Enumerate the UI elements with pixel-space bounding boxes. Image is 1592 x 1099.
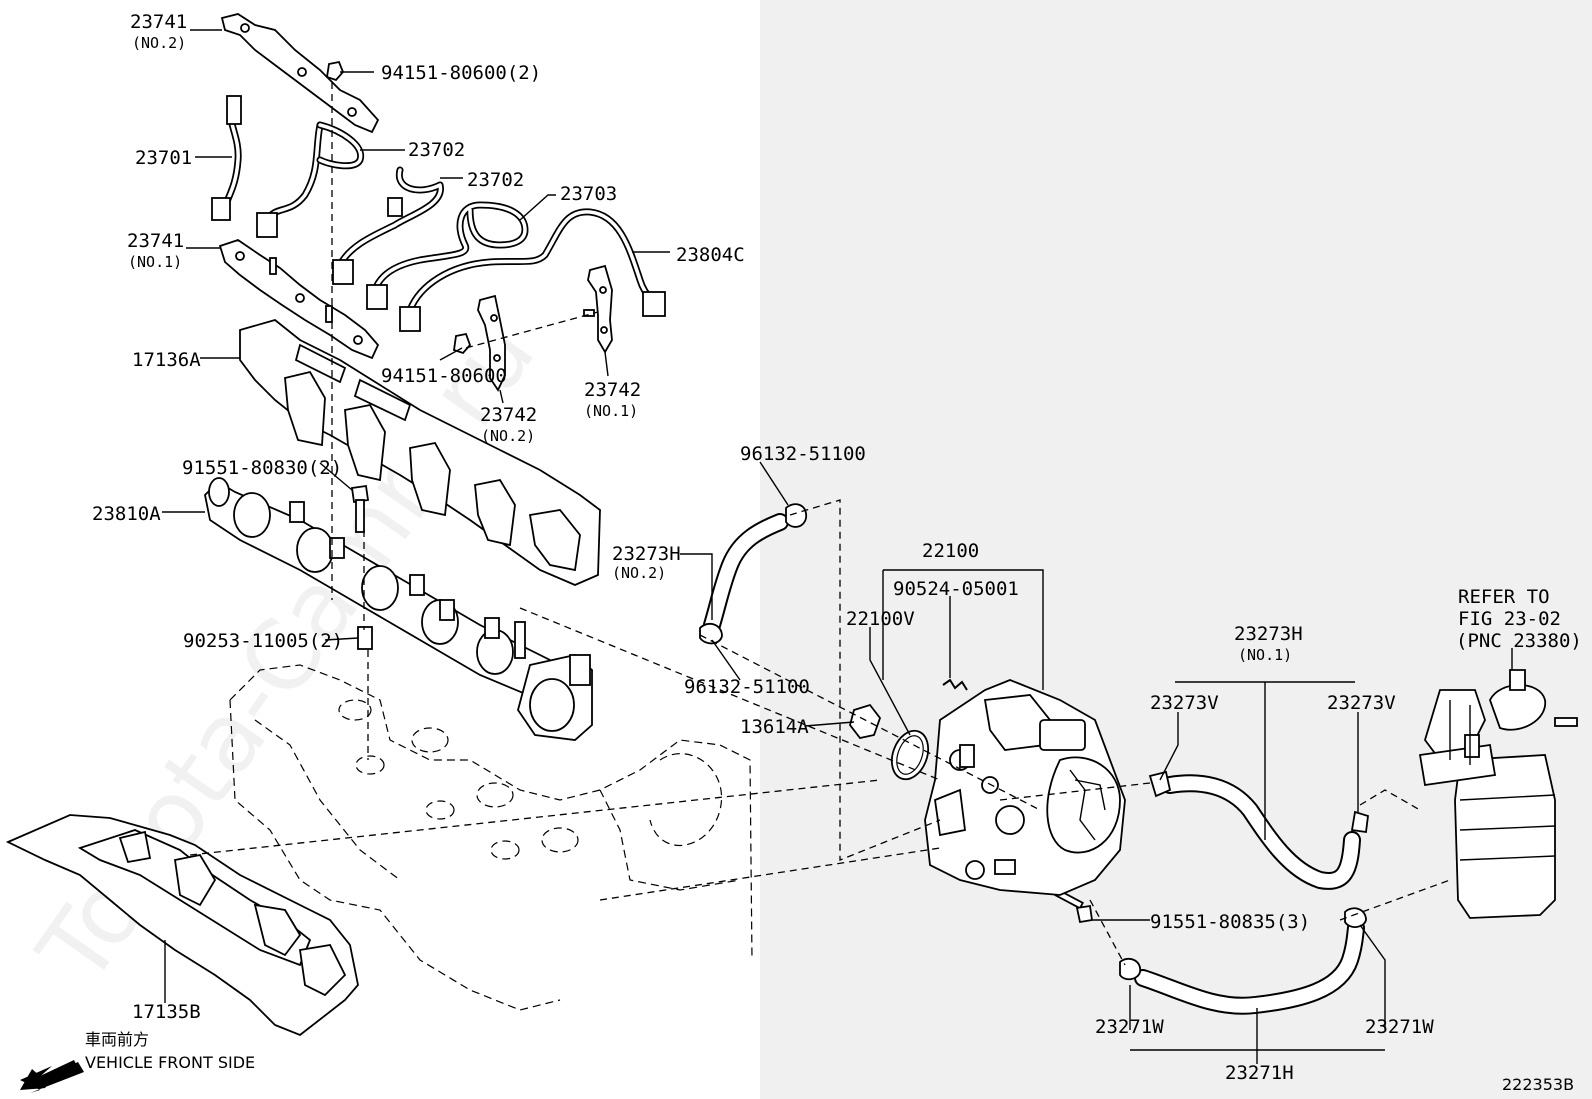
label-91551-80835-3: 91551-80835(3) <box>1150 911 1310 933</box>
label-23741-no1: 23741 <box>127 230 184 252</box>
label-23702-a: 23702 <box>408 139 465 161</box>
label-23742-no1-sub: (NO.1) <box>584 402 638 420</box>
figure-id: 222353B <box>1502 1075 1574 1094</box>
label-23742-no2: 23742 <box>480 404 537 426</box>
label-23741-no2: 23741 <box>130 11 187 33</box>
engine-block-outline <box>229 664 753 1011</box>
o-ring-22100v-inner <box>896 735 924 775</box>
label-22100v: 22100V <box>846 608 915 630</box>
label-96132-51100-bot: 96132-51100 <box>684 676 810 698</box>
background-right <box>760 0 1592 1099</box>
supply-pump-22100 <box>924 679 1126 896</box>
label-23741-no1-sub: (NO.1) <box>128 253 182 271</box>
label-23742-no2-sub: (NO.2) <box>481 427 535 445</box>
label-23271h: 23271H <box>1225 1062 1294 1084</box>
label-90253-11005-2: 90253-11005(2) <box>183 630 343 652</box>
label-23273h-no1-sub: (NO.1) <box>1238 646 1292 664</box>
label-refer-pnc: (PNC 23380) <box>1456 630 1582 652</box>
label-22100: 22100 <box>922 540 979 562</box>
insulator-17136a <box>239 319 601 586</box>
hose-23271h <box>1119 907 1367 1015</box>
label-94151-80600: 94151-80600 <box>381 365 507 387</box>
hose-23273h-no2 <box>699 503 807 645</box>
label-refer-fig: FIG 23-02 <box>1458 608 1561 630</box>
insulator-17135b <box>5 814 359 1037</box>
vehicle-front-jp: 車両前方 <box>85 1030 149 1049</box>
fuel-filter-assembly <box>1418 669 1578 919</box>
common-rail-23810a <box>204 477 593 741</box>
label-refer-to: REFER TO <box>1458 586 1550 608</box>
label-94151-80600-2: 94151-80600(2) <box>381 62 541 84</box>
label-23273h-no2-sub: (NO.2) <box>612 564 666 582</box>
key-90524-05001 <box>942 678 968 691</box>
arrow-left-down-icon <box>20 1060 84 1093</box>
label-13614a: 13614A <box>740 716 809 738</box>
label-17136a: 17136A <box>132 349 201 371</box>
label-23273h-no2: 23273H <box>612 543 681 565</box>
assembly-lines <box>189 82 1451 966</box>
label-23804c: 23804C <box>676 244 745 266</box>
label-23271w-left: 23271W <box>1095 1016 1164 1038</box>
o-ring-22100v <box>890 729 930 781</box>
label-23701: 23701 <box>135 147 192 169</box>
label-90524-05001: 90524-05001 <box>893 578 1019 600</box>
label-23271w-right: 23271W <box>1365 1016 1434 1038</box>
label-23703: 23703 <box>560 183 617 205</box>
hose-23273h-no1 <box>1148 770 1369 890</box>
label-23273h-no1: 23273H <box>1234 623 1303 645</box>
labels: 23741 (NO.2) 94151-80600(2) 23701 23702 … <box>92 11 1582 1084</box>
label-23702-b: 23702 <box>467 169 524 191</box>
label-23273v-right: 23273V <box>1327 692 1396 714</box>
label-96132-51100-top: 96132-51100 <box>740 443 866 465</box>
label-23273v-left: 23273V <box>1150 692 1219 714</box>
leader-lines <box>162 29 1513 1064</box>
label-23741-no2-sub: (NO.2) <box>132 34 186 52</box>
background-left <box>0 0 760 1099</box>
label-17135b: 17135B <box>132 1001 201 1023</box>
coupling-13614a <box>849 703 882 739</box>
label-23742-no1: 23742 <box>584 379 641 401</box>
injection-pipes <box>211 95 666 332</box>
label-23810a: 23810A <box>92 503 161 525</box>
vehicle-front-en: VEHICLE FRONT SIDE <box>85 1053 255 1072</box>
label-91551-80830-2: 91551-80830(2) <box>182 457 342 479</box>
